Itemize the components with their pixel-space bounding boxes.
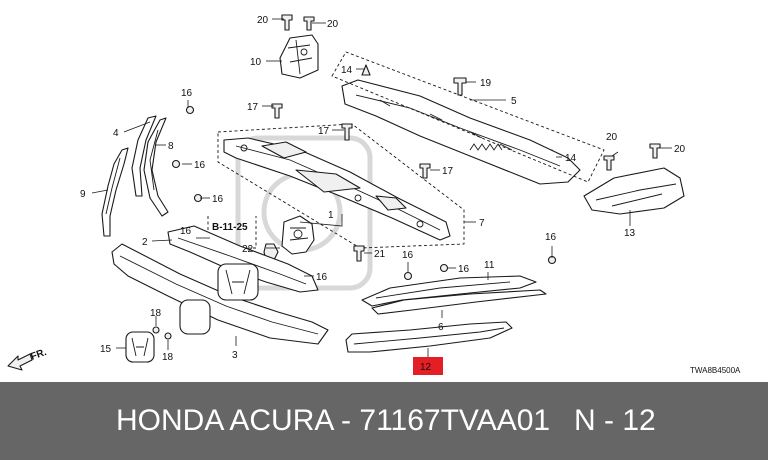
callout-7: 7 bbox=[479, 218, 485, 229]
callout-16-d: 16 bbox=[180, 226, 192, 237]
grille-base-2 bbox=[167, 225, 319, 293]
parts-diagram: 20 20 10 14 19 5 14 16 17 17 4 8 16 9 16… bbox=[7, 14, 742, 375]
latch-1 bbox=[281, 215, 315, 255]
callout-13: 13 bbox=[624, 228, 636, 239]
front-direction-arrow: FR. bbox=[7, 347, 48, 371]
clip-16-f bbox=[403, 271, 413, 281]
callout-20-right-b: 20 bbox=[674, 144, 686, 155]
lower-garnish-11 bbox=[361, 275, 537, 307]
lower-garnish-6 bbox=[371, 289, 547, 315]
callout-16-c: 16 bbox=[212, 194, 224, 205]
callout-15: 15 bbox=[100, 344, 112, 355]
bolt-20-right-a bbox=[603, 155, 615, 171]
garnish-8 bbox=[143, 117, 169, 217]
outline-5 bbox=[331, 51, 605, 183]
callout-22: 22 bbox=[242, 244, 254, 255]
callout-21: 21 bbox=[374, 249, 386, 260]
callout-18-a: 18 bbox=[150, 308, 162, 319]
callout-17-left: 17 bbox=[247, 102, 259, 113]
bolt-20-right-b bbox=[649, 143, 661, 159]
callout-1: 1 bbox=[328, 210, 334, 221]
callout-14-upper: 14 bbox=[341, 65, 353, 76]
emblem-15 bbox=[125, 331, 155, 363]
callout-16-e: 16 bbox=[316, 272, 328, 283]
clip-20-top-right bbox=[303, 16, 315, 31]
callout-20-top-left: 20 bbox=[257, 15, 269, 26]
bulkhead-beam-7 bbox=[223, 137, 451, 241]
callout-9: 9 bbox=[80, 189, 86, 200]
callout-8: 8 bbox=[168, 141, 174, 152]
leader-lines bbox=[91, 18, 672, 358]
part-number-text: HONDA ACURA - 71167TVAA01 bbox=[116, 404, 551, 437]
position-text: N - 12 bbox=[574, 404, 656, 437]
reference-label: B-11-25 bbox=[212, 222, 248, 233]
callout-20-top-right: 20 bbox=[327, 19, 339, 30]
callout-5: 5 bbox=[511, 96, 517, 107]
side-molding-9 bbox=[101, 147, 129, 237]
callout-6: 6 bbox=[438, 322, 444, 333]
front-grille-3 bbox=[111, 243, 329, 345]
callout-2: 2 bbox=[142, 237, 148, 248]
callout-14-lower: 14 bbox=[565, 153, 577, 164]
bolt-17-center bbox=[341, 123, 353, 141]
upper-cover-5 bbox=[341, 79, 581, 185]
diagram-code: TWA8B4500A bbox=[690, 366, 741, 375]
callout-17-center: 17 bbox=[318, 126, 330, 137]
clip-21 bbox=[353, 245, 365, 262]
callout-17-right: 17 bbox=[442, 166, 454, 177]
clip-16-b bbox=[171, 159, 181, 169]
direction-label: FR. bbox=[29, 347, 48, 363]
callout-18-b: 18 bbox=[162, 352, 174, 363]
clip-18-b bbox=[164, 332, 172, 340]
bolt-17-left bbox=[271, 103, 283, 119]
callout-20-right-a: 20 bbox=[606, 132, 618, 143]
bolt-19 bbox=[453, 77, 467, 96]
callout-3: 3 bbox=[232, 350, 238, 361]
lower-trim-12 bbox=[345, 321, 513, 353]
clip-18-a bbox=[152, 326, 160, 334]
callout-11: 11 bbox=[484, 260, 495, 271]
callout-16-g: 16 bbox=[458, 264, 470, 275]
molding-4 bbox=[131, 115, 157, 197]
clip-16-a bbox=[185, 105, 195, 115]
callout-19: 19 bbox=[480, 78, 492, 89]
highlight-12: 12 bbox=[413, 357, 443, 375]
side-bracket-13 bbox=[583, 167, 685, 215]
callout-16-h: 16 bbox=[545, 232, 557, 243]
callout-16-f: 16 bbox=[402, 250, 414, 261]
part-info-bar: HONDA ACURA - 71167TVAA01 N - 12 bbox=[0, 382, 768, 460]
emblem-base bbox=[179, 299, 211, 335]
bracket-10 bbox=[279, 34, 319, 79]
callout-16-a: 16 bbox=[181, 88, 193, 99]
clip-20-top-left bbox=[281, 14, 293, 31]
callout-12: 12 bbox=[420, 362, 432, 373]
callout-16-b: 16 bbox=[194, 160, 206, 171]
callout-4: 4 bbox=[113, 128, 119, 139]
callout-10: 10 bbox=[250, 57, 262, 68]
clip-14-upper bbox=[361, 64, 371, 76]
clip-16-g bbox=[439, 263, 449, 273]
bolt-17-right bbox=[419, 163, 431, 179]
